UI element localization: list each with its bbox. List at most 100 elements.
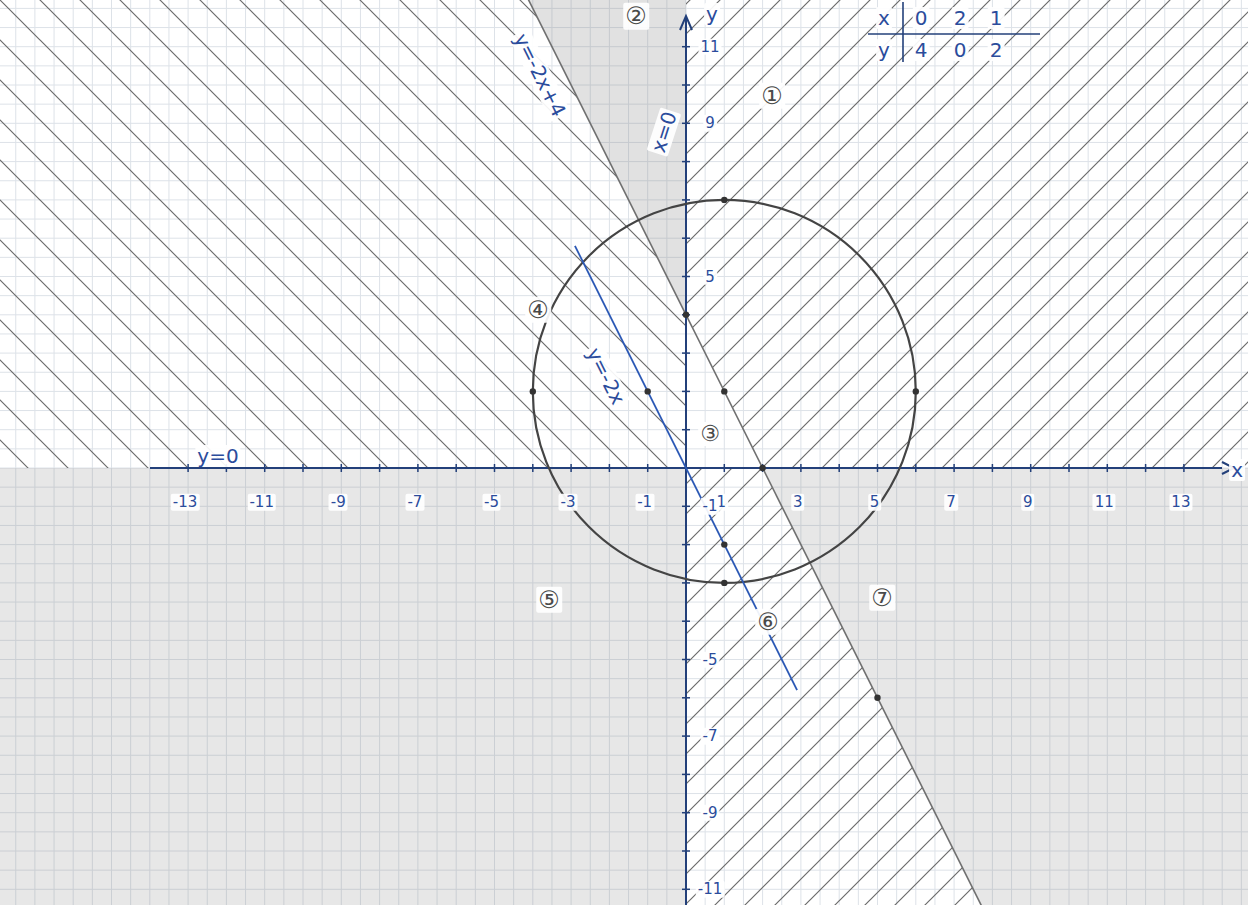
tick-mark [682,544,690,546]
equation-label: y=0 [195,445,240,467]
tick-mark [682,237,690,239]
tick-mark [838,464,840,472]
region-number: ⑦ [869,585,895,611]
region-number: ① [759,83,785,109]
tick-mark [682,812,690,814]
plot-point [759,465,765,471]
table-cell: y [876,39,892,61]
tick-label: -1 [635,494,654,511]
tick-label: -9 [701,804,720,821]
axis-label: x [1229,459,1245,481]
tick-mark [953,464,955,472]
tick-mark [682,391,690,393]
tick-mark [570,464,572,472]
axis-arrow [680,16,692,30]
tick-mark [682,123,690,125]
tick-mark [915,464,917,472]
tick-mark [682,735,690,737]
tick-mark [877,464,879,472]
tick-label: -11 [696,881,725,898]
tick-label: -5 [482,494,501,511]
tick-label: 3 [791,494,805,511]
tick-mark [455,464,457,472]
region-number: ② [623,3,649,29]
tick-mark [682,774,690,776]
region-number: ④ [525,297,551,323]
plot-point [721,388,727,394]
tick-label: -7 [405,494,424,511]
tick-mark [992,464,994,472]
tick-mark [1107,464,1109,472]
tick-mark [682,506,690,508]
table-cell: 2 [988,39,1005,61]
table-cell: 4 [913,39,930,61]
tick-mark [379,464,381,472]
tick-mark [800,464,802,472]
y-axis [685,18,687,905]
tick-mark [682,46,690,48]
grid-line [686,0,687,905]
grid-line [0,468,1248,469]
tick-mark [682,697,690,699]
equation-label: y=-2x+4 [509,28,571,122]
tick-mark [341,464,343,472]
table-cell: 0 [952,39,969,61]
blue-line [575,246,797,690]
tick-label: -9 [329,494,348,511]
tick-label: -5 [701,651,720,668]
tick-mark [417,464,419,472]
tick-label: 7 [944,494,958,511]
tick-label: 5 [703,268,717,285]
plot-point [530,388,536,394]
table-line [902,2,904,62]
tick-label: 13 [1169,494,1192,511]
table-cell: x [876,7,892,29]
plot-point [721,197,727,203]
tick-mark [682,850,690,852]
hatched-region [686,0,1248,468]
table-cell: 2 [952,7,969,29]
region-number: ③ [698,422,722,446]
shaded-region [763,468,1248,905]
circle-curve [533,200,916,583]
tick-label: 9 [1021,494,1035,511]
region-number: ⑥ [755,609,781,635]
tick-mark [682,620,690,622]
tick-mark [609,464,611,472]
tick-mark [264,464,266,472]
tick-mark [1030,464,1032,472]
table-cell: 1 [988,7,1005,29]
tick-mark [1068,464,1070,472]
tick-mark [682,889,690,891]
tick-mark [302,464,304,472]
hatched-region [0,0,686,468]
tick-mark [682,659,690,661]
tick-mark [1183,464,1185,472]
plot-point [721,580,727,586]
tick-label: -11 [247,494,276,511]
plot-point [683,312,689,318]
axis-label: y [704,3,720,25]
tick-mark [647,464,649,472]
boundary-line [523,0,992,905]
tick-label: -7 [701,728,720,745]
tick-mark [532,464,534,472]
tick-mark [724,464,726,472]
tick-label: 11 [1093,494,1116,511]
tick-mark [494,464,496,472]
plot-point [874,695,880,701]
table-cell: 0 [913,7,930,29]
plot-point [913,388,919,394]
tick-mark [682,276,690,278]
shaded-region [0,468,686,905]
tick-mark [682,84,690,86]
plot-point [645,388,651,394]
tick-mark [682,582,690,584]
tick-label: 5 [868,494,882,511]
tick-mark [682,161,690,163]
tick-label: -13 [171,494,200,511]
tick-label: -1 [701,498,720,515]
tick-mark [682,429,690,431]
tick-mark [1145,464,1147,472]
